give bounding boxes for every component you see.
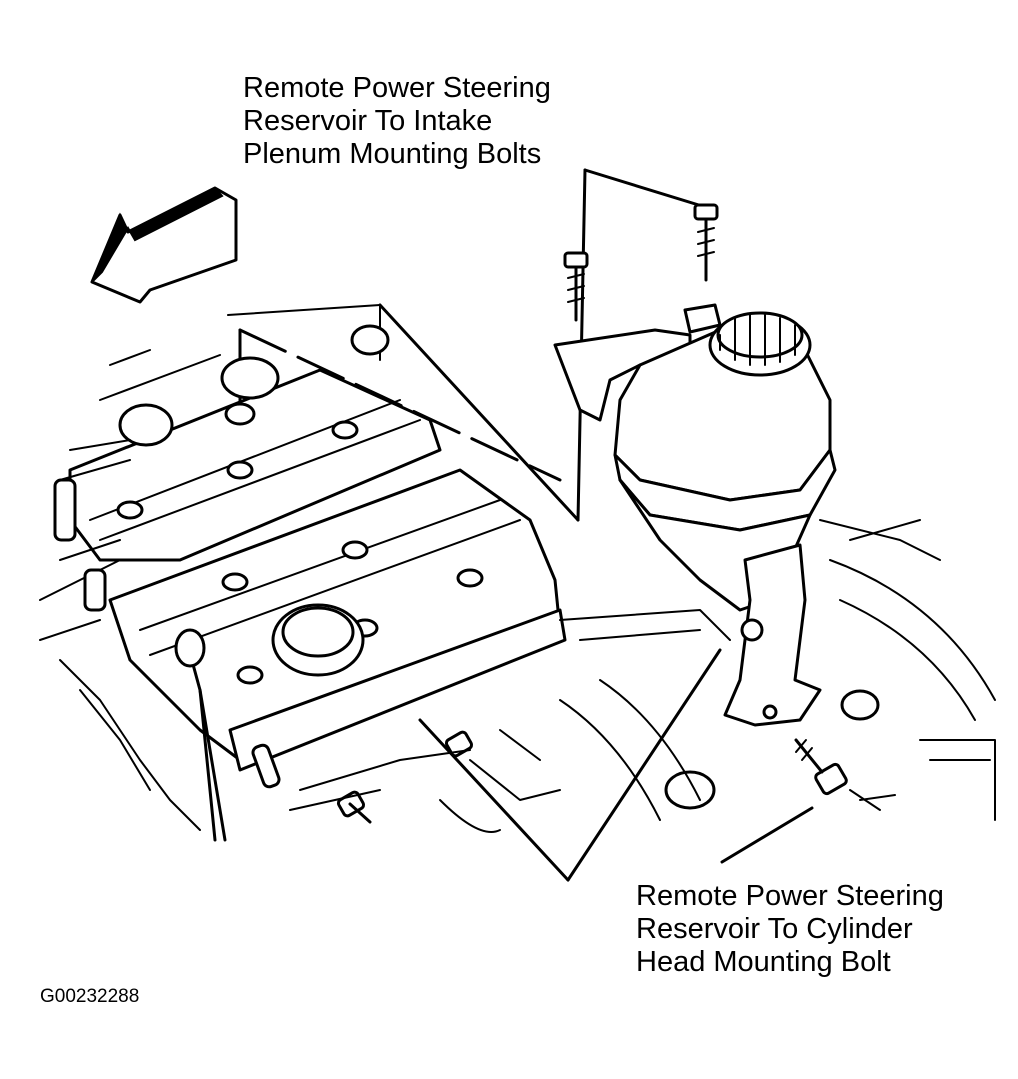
figure-code: G00232288 — [40, 986, 140, 1007]
left-engine-details — [39, 349, 221, 831]
bottom-callout-line-2: Reservoir To Cylinder — [636, 913, 913, 945]
engine-cam-cover-front — [108, 468, 567, 789]
plenum-bolt-right — [693, 203, 719, 282]
plenum-bolt-left — [563, 251, 589, 322]
bottom-callout-line-3: Head Mounting Bolt — [636, 946, 891, 978]
cylinder-head-bolt — [794, 738, 848, 796]
right-engine-details — [559, 519, 996, 821]
engine-dipstick — [174, 628, 227, 842]
top-callout-line-3: Plenum Mounting Bolts — [243, 138, 542, 170]
top-callout-line-2: Reservoir To Intake — [243, 105, 493, 137]
front-direction-arrow — [90, 186, 238, 304]
bottom-callout-line-1: Remote Power Steering — [636, 880, 944, 912]
bottom-callout-label: Remote Power Steering Reservoir To Cylin… — [636, 880, 944, 979]
bottom-callout-leaders — [418, 648, 814, 882]
power-steering-reservoir — [553, 303, 837, 727]
intake-caps — [118, 324, 390, 447]
top-callout-line-1: Remote Power Steering — [243, 72, 551, 104]
top-callout-label: Remote Power Steering Reservoir To Intak… — [243, 72, 551, 171]
bottom-engine-details — [289, 729, 561, 833]
